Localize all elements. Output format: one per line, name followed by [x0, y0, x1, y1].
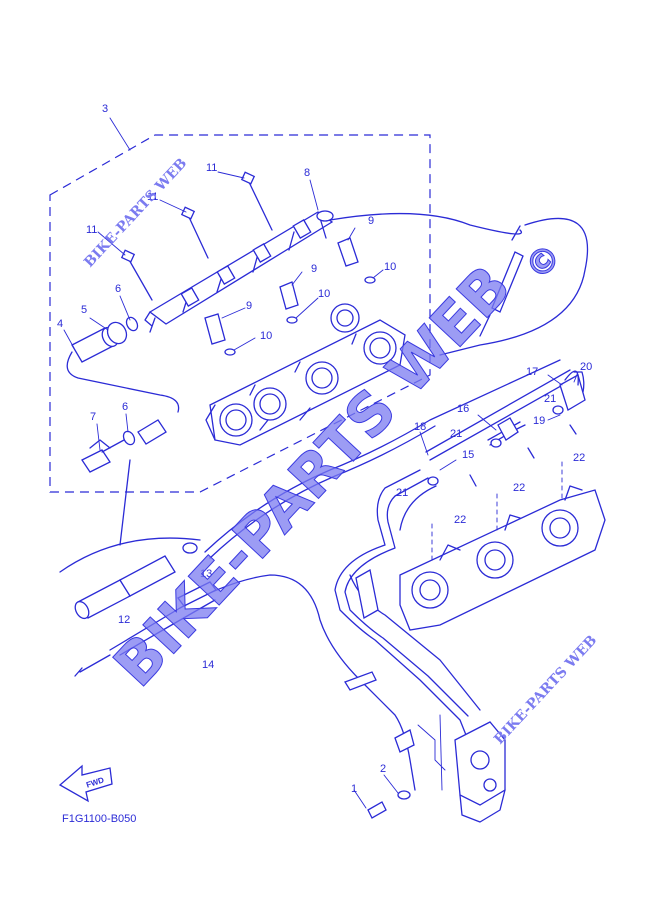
callout-8: 8 [304, 167, 310, 179]
callout-10b: 10 [318, 288, 330, 300]
cylinder-head [399, 459, 606, 631]
fwd-arrow-icon: FWD [58, 764, 113, 803]
callout-21b: 21 [450, 428, 462, 440]
cable-14 [109, 574, 416, 791]
callout-22b: 22 [513, 482, 525, 494]
leader-8 [309, 179, 319, 211]
callout-11b: 11 [147, 191, 158, 203]
o-ring-2 [286, 316, 298, 324]
callout-16: 16 [457, 403, 469, 415]
callout-1: 1 [351, 783, 357, 795]
callout-21a: 21 [544, 393, 556, 405]
o-ring-3 [224, 348, 236, 356]
screw-1 [367, 801, 387, 819]
callout-10c: 10 [260, 330, 272, 342]
callout-4: 4 [57, 318, 63, 330]
watermark-small-bottom: BIKE-PARTS WEB [491, 632, 600, 747]
injector-group [204, 237, 359, 345]
callout-21c: 21 [396, 487, 408, 499]
leader-group [59, 537, 201, 573]
fuel-rail [144, 210, 334, 333]
callout-11c: 11 [86, 224, 97, 236]
callout-22c: 22 [454, 514, 466, 526]
watermark-small-top: BIKE-PARTS WEB [81, 155, 190, 270]
callout-22a: 22 [573, 452, 585, 464]
callout-9b: 9 [311, 263, 317, 275]
callout-19: 19 [533, 415, 545, 427]
callout-2: 2 [380, 763, 386, 775]
fuel-line-set [334, 469, 471, 746]
fuel-pump [454, 721, 506, 823]
callout-13: 13 [200, 568, 212, 580]
callout-5: 5 [81, 304, 87, 316]
callout-14: 14 [202, 659, 214, 671]
return-hose-set [425, 369, 586, 487]
callout-6a: 6 [115, 283, 121, 295]
bolt-group [120, 171, 273, 301]
assembly-boundary [49, 134, 431, 493]
callout-18: 18 [414, 421, 426, 433]
leader-3 [109, 117, 131, 151]
callout-9c: 9 [246, 300, 252, 312]
callout-3: 3 [102, 103, 108, 115]
callout-17: 17 [526, 366, 538, 378]
callout-10a: 10 [384, 261, 396, 273]
part-12-13 [74, 542, 198, 620]
callout-20: 20 [580, 361, 592, 373]
diagram-code: F1G1100-B050 [62, 813, 136, 825]
callout-9a: 9 [368, 215, 374, 227]
callout-12: 12 [118, 614, 130, 626]
callout-6b: 6 [122, 401, 128, 413]
callout-11a: 11 [206, 162, 217, 174]
throttle-body [205, 303, 406, 446]
gasket-2 [397, 790, 411, 800]
watermark-copyright: © [517, 236, 569, 288]
fuel-hose [329, 212, 589, 356]
callout-7: 7 [90, 411, 96, 423]
intake-parts [66, 316, 180, 473]
throttle-cable [204, 359, 561, 553]
o-ring-1 [364, 276, 376, 284]
callout-15: 15 [462, 449, 474, 461]
